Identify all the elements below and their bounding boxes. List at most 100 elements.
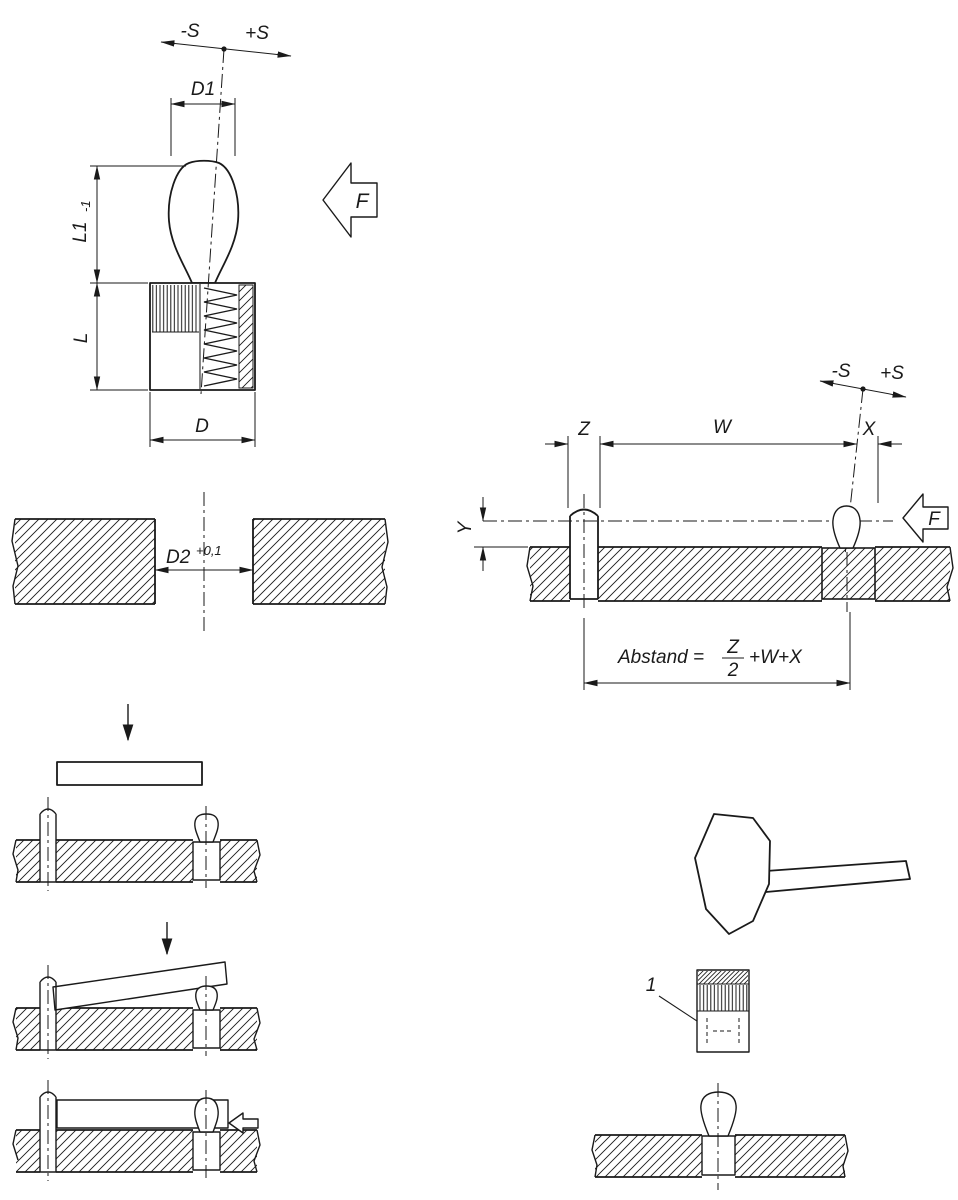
l-label: L (71, 333, 92, 344)
plunger (192, 1090, 221, 1178)
plunger (192, 976, 221, 1056)
hatch-right (220, 1008, 257, 1050)
spring-coil (203, 287, 238, 387)
y-label: Y (455, 520, 476, 534)
force-arrow-icon (902, 493, 949, 543)
hole-walls (154, 519, 254, 604)
sleeve-top-section (698, 971, 748, 984)
board (56, 761, 203, 786)
locating-pin (39, 1080, 57, 1181)
f-label: F (356, 190, 370, 213)
installation-plate (526, 546, 954, 602)
hatch-right (253, 519, 385, 604)
hatch-right (875, 547, 950, 601)
extension-lines (583, 612, 851, 690)
dimension-l1-l: L1 -1 L (70, 165, 186, 391)
extension-lines (567, 436, 879, 508)
tilted-center-line (844, 388, 864, 556)
plunger-tip (832, 505, 861, 549)
plate-faces (16, 839, 257, 883)
break-edges (12, 1007, 261, 1051)
force-arrow-icon (322, 162, 378, 238)
sleeve-wall-section (238, 284, 254, 389)
hatch-right (220, 1130, 257, 1172)
locating-pin (39, 965, 57, 1059)
section-divider (152, 284, 201, 389)
plunger (192, 806, 221, 888)
view-mounting-hole: D2 +0,1 (11, 492, 389, 632)
break-edges (12, 1129, 261, 1173)
tilted-board (52, 961, 228, 1011)
hatch-middle (56, 1130, 193, 1172)
break-edges (11, 518, 389, 605)
view-installation: -S +S Z W X Y (455, 361, 954, 690)
w-label: W (713, 417, 733, 438)
plate-faces (15, 518, 385, 605)
force-arrow-top: F (322, 162, 378, 238)
hatch-left (16, 1130, 40, 1172)
part-callout: 1 (646, 969, 750, 1053)
hatch-middle (598, 547, 822, 601)
stroke-arrows-top: -S +S (160, 21, 292, 58)
plate-faces (595, 1134, 845, 1178)
hatch-left (15, 519, 155, 604)
hatch-middle (56, 840, 193, 882)
plunger-bulb (167, 159, 240, 284)
d1-label: D1 (191, 79, 215, 100)
locating-pin (39, 797, 57, 891)
extension-lines (170, 98, 236, 156)
pin-outline (569, 508, 599, 600)
break-edges (526, 546, 954, 602)
dimension-d1: D1 (170, 79, 236, 156)
assembly-step-1 (12, 704, 261, 891)
d-label: D (195, 416, 209, 437)
plate (12, 839, 261, 883)
leader-line (658, 995, 701, 1024)
plus-s-label: +S (880, 363, 904, 384)
minus-s-label: -S (832, 361, 851, 382)
plate (12, 1007, 261, 1051)
hatch-left (16, 840, 40, 882)
part-number-label: 1 (646, 975, 657, 996)
seated-plunger (821, 505, 876, 612)
pin-outline (39, 976, 57, 1051)
dimension-d: D (149, 392, 256, 447)
minus-s-label: -S (181, 21, 200, 42)
abstand-prefix: Abstand = (617, 647, 704, 668)
hammer-handle (765, 860, 911, 893)
plunger-tip (194, 813, 219, 843)
plunger (700, 1083, 737, 1190)
x-label: X (862, 419, 877, 440)
hatch-right (220, 840, 257, 882)
plunger-tip (195, 985, 218, 1011)
dimension-zwx: Z W X (545, 417, 902, 508)
z-label: Z (577, 419, 591, 440)
dimension-d2: D2 +0,1 (154, 543, 254, 574)
plunger-body (149, 282, 256, 391)
dimension-abstand: Abstand = Z 2 +W+X (583, 612, 851, 690)
hatch-left (530, 547, 570, 601)
pin-outline (39, 1091, 57, 1173)
thread-knurl (152, 285, 199, 332)
hidden-lines (706, 1018, 740, 1046)
hatch-right (735, 1135, 845, 1177)
plate (12, 1129, 261, 1173)
assembly-step-3 (12, 1080, 261, 1181)
fraction-numerator: Z (726, 637, 740, 658)
plate-faces (16, 1007, 257, 1051)
hatch-left (595, 1135, 702, 1177)
hatch-left (16, 1008, 40, 1050)
pin-outline (39, 808, 57, 883)
f-label: F (928, 509, 941, 530)
hammer-head (694, 813, 771, 935)
dimension-y: Y (455, 497, 528, 571)
plate (591, 1134, 849, 1178)
plunger-sleeve-part (696, 969, 750, 1053)
center-line (200, 48, 225, 395)
hatch-middle (56, 1008, 193, 1050)
plate-faces (530, 546, 950, 602)
assembly-step-2 (12, 922, 261, 1059)
lateral-force-arrow-icon (228, 1112, 259, 1134)
